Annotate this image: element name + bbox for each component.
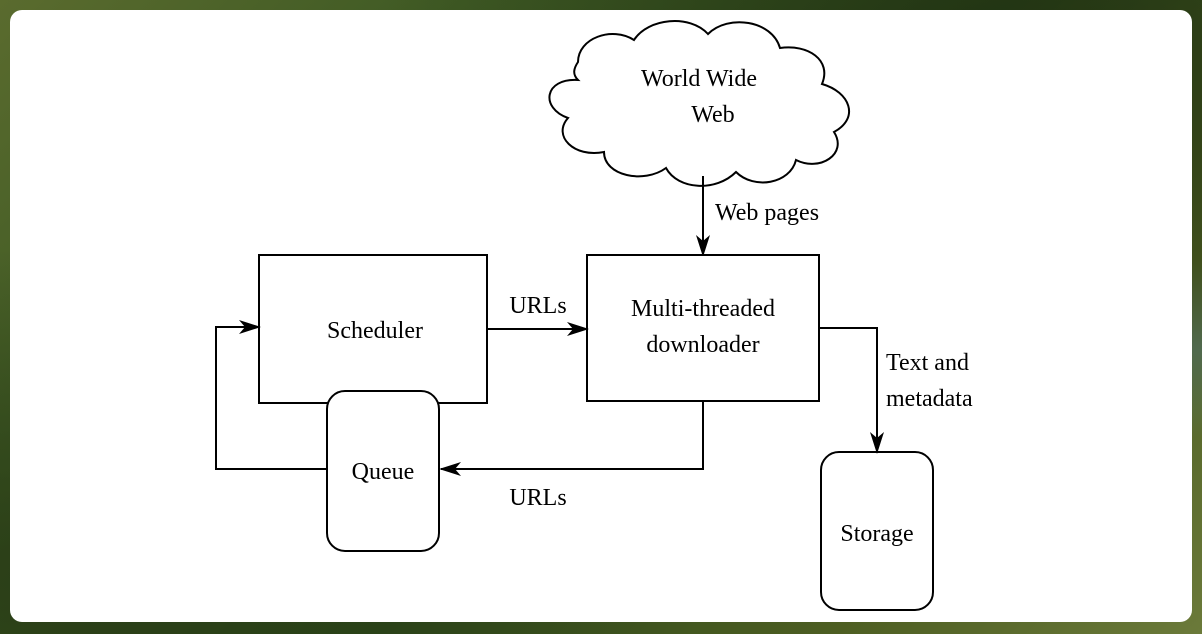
web-label-line2: Web: [691, 102, 734, 128]
scheduler-label: Scheduler: [327, 318, 423, 344]
text-metadata-label-line2: metadata: [886, 386, 973, 412]
world-wide-web-node: World Wide Web: [548, 20, 851, 187]
queue-node: Queue: [326, 390, 440, 552]
edge-queue-to-scheduler: [215, 320, 327, 470]
downloader-label-line2: downloader: [646, 332, 759, 358]
edge-web-pages: Web pages: [696, 176, 819, 257]
web-pages-label: Web pages: [715, 200, 819, 226]
queue-label: Queue: [352, 459, 415, 485]
downloader-box: [586, 254, 820, 402]
scheduler-node: Scheduler: [258, 254, 488, 404]
text-metadata-label-line1: Text and: [886, 350, 969, 376]
downloader-node: Multi-threaded downloader: [586, 254, 820, 402]
edge-text-metadata: Text and metadata: [819, 327, 973, 454]
urls-top-label: URLs: [509, 293, 566, 319]
urls-bottom-label: URLs: [509, 485, 566, 511]
storage-node: Storage: [820, 451, 934, 611]
edge-urls-top: URLs: [487, 293, 589, 336]
edge-urls-bottom: URLs: [439, 401, 704, 511]
web-label-line1: World Wide: [641, 66, 757, 92]
storage-label: Storage: [840, 521, 913, 547]
cloud-shape: [548, 20, 851, 187]
downloader-label-line1: Multi-threaded: [631, 296, 775, 322]
